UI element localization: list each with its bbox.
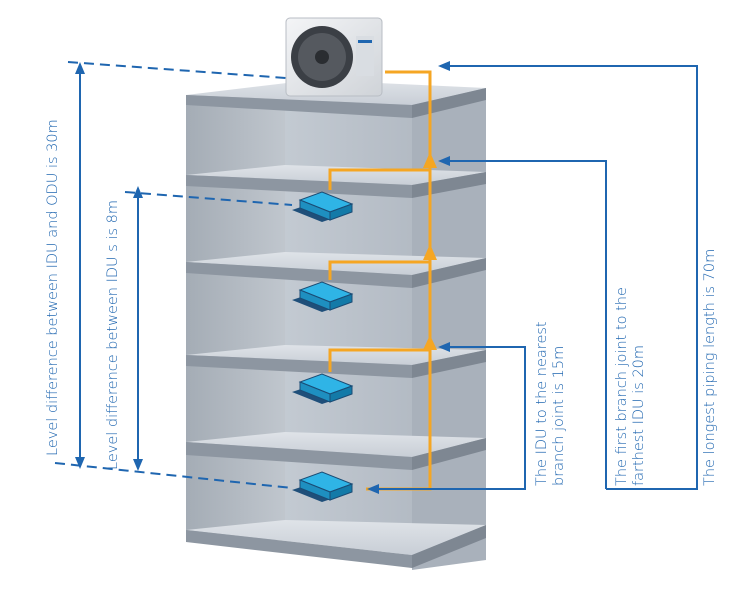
branch-joint-3 [423, 244, 437, 260]
branch-joint-2 [423, 335, 437, 350]
idu-level-label: Level difference between IDU s is 8m [105, 200, 121, 470]
odu-level-bottom-dashed [54, 462, 293, 489]
longest-piping-label: The longest piping length is 70m [702, 248, 718, 486]
branch-joint-4 [423, 152, 437, 168]
nearest-joint-label-line-2: branch joint is 15m [551, 345, 567, 486]
farthest-idu-label: The first branch joint to the farthest I… [614, 287, 648, 486]
branch-pipe-3 [328, 260, 430, 280]
idu-floor-3 [292, 281, 354, 312]
farthest-idu-label-line-2: farthest IDU is 20m [631, 344, 647, 486]
dimension-arrowheads [75, 61, 450, 494]
nearest-joint-label-line-1: The IDU to the nearest [534, 321, 550, 486]
odu-level-label: Level difference between IDU and ODU is … [45, 119, 61, 456]
longest-piping-bracket [441, 65, 698, 490]
idu-floor-4 [292, 191, 354, 222]
odu-icon [285, 17, 383, 97]
farthest-idu-bracket [441, 160, 607, 489]
dimension-lines [54, 61, 698, 490]
odu-level-top-dashed [67, 61, 287, 79]
idu-icon [292, 191, 354, 502]
idu-floor-2 [292, 373, 354, 404]
idu-floor-1 [292, 471, 354, 502]
left-wall [186, 95, 285, 540]
farthest-idu-label-line-1: The first branch joint to the [614, 287, 630, 486]
slab-ground [186, 520, 486, 568]
branch-pipe-4 [328, 168, 430, 190]
branch-joint-arrows [423, 152, 437, 350]
nearest-joint-bracket [372, 346, 526, 490]
idu-level-top-dashed [124, 191, 293, 206]
nearest-joint-label: The IDU to the nearest branch joint is 1… [534, 321, 568, 486]
branch-pipe-2 [328, 348, 430, 372]
